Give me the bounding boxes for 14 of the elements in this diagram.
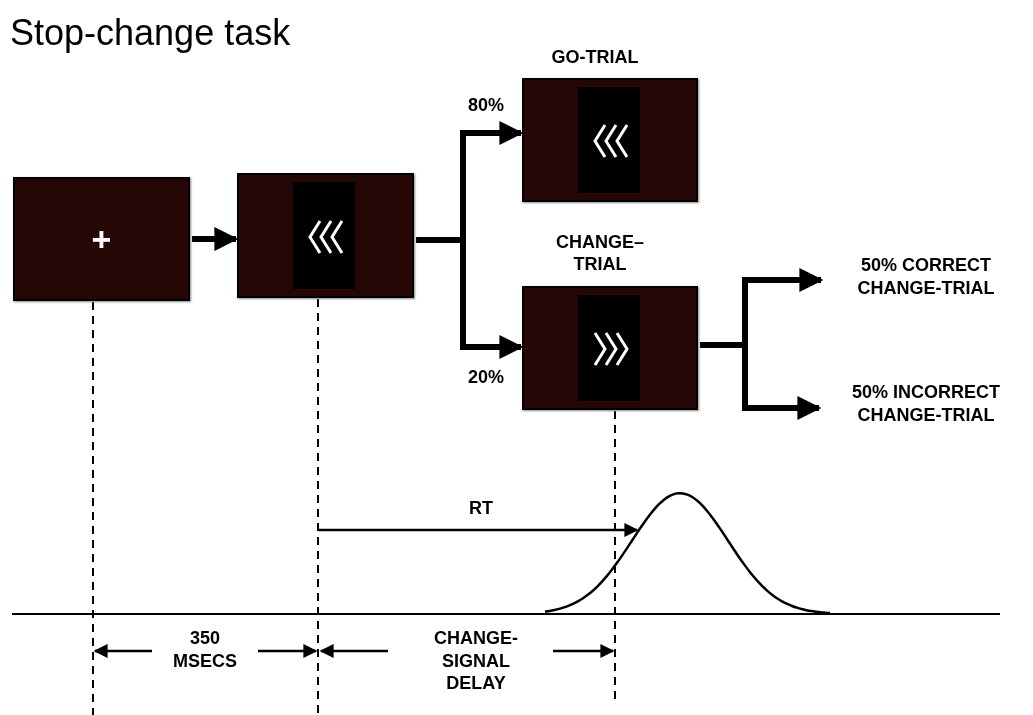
trial-heading: CHANGE– TRIAL <box>555 232 645 276</box>
arrow <box>700 342 822 420</box>
arrow <box>192 227 239 251</box>
outcome-text: 50% INCORRECT CHANGE-TRIAL <box>820 381 1032 428</box>
title: Stop-change task <box>10 12 291 54</box>
dimension-label: CHANGE- SIGNAL DELAY <box>433 627 519 695</box>
fixation-cross: + <box>90 219 113 259</box>
dimension-label: 350 MSECS <box>172 627 238 672</box>
edge-label: 20% <box>468 366 505 389</box>
arrow <box>416 237 524 359</box>
outcome-text: 50% CORRECT CHANGE-TRIAL <box>822 254 1030 301</box>
trial-heading: GO-TRIAL <box>550 47 640 69</box>
measure-label: RT <box>468 497 494 520</box>
edge-label: 80% <box>468 94 505 117</box>
